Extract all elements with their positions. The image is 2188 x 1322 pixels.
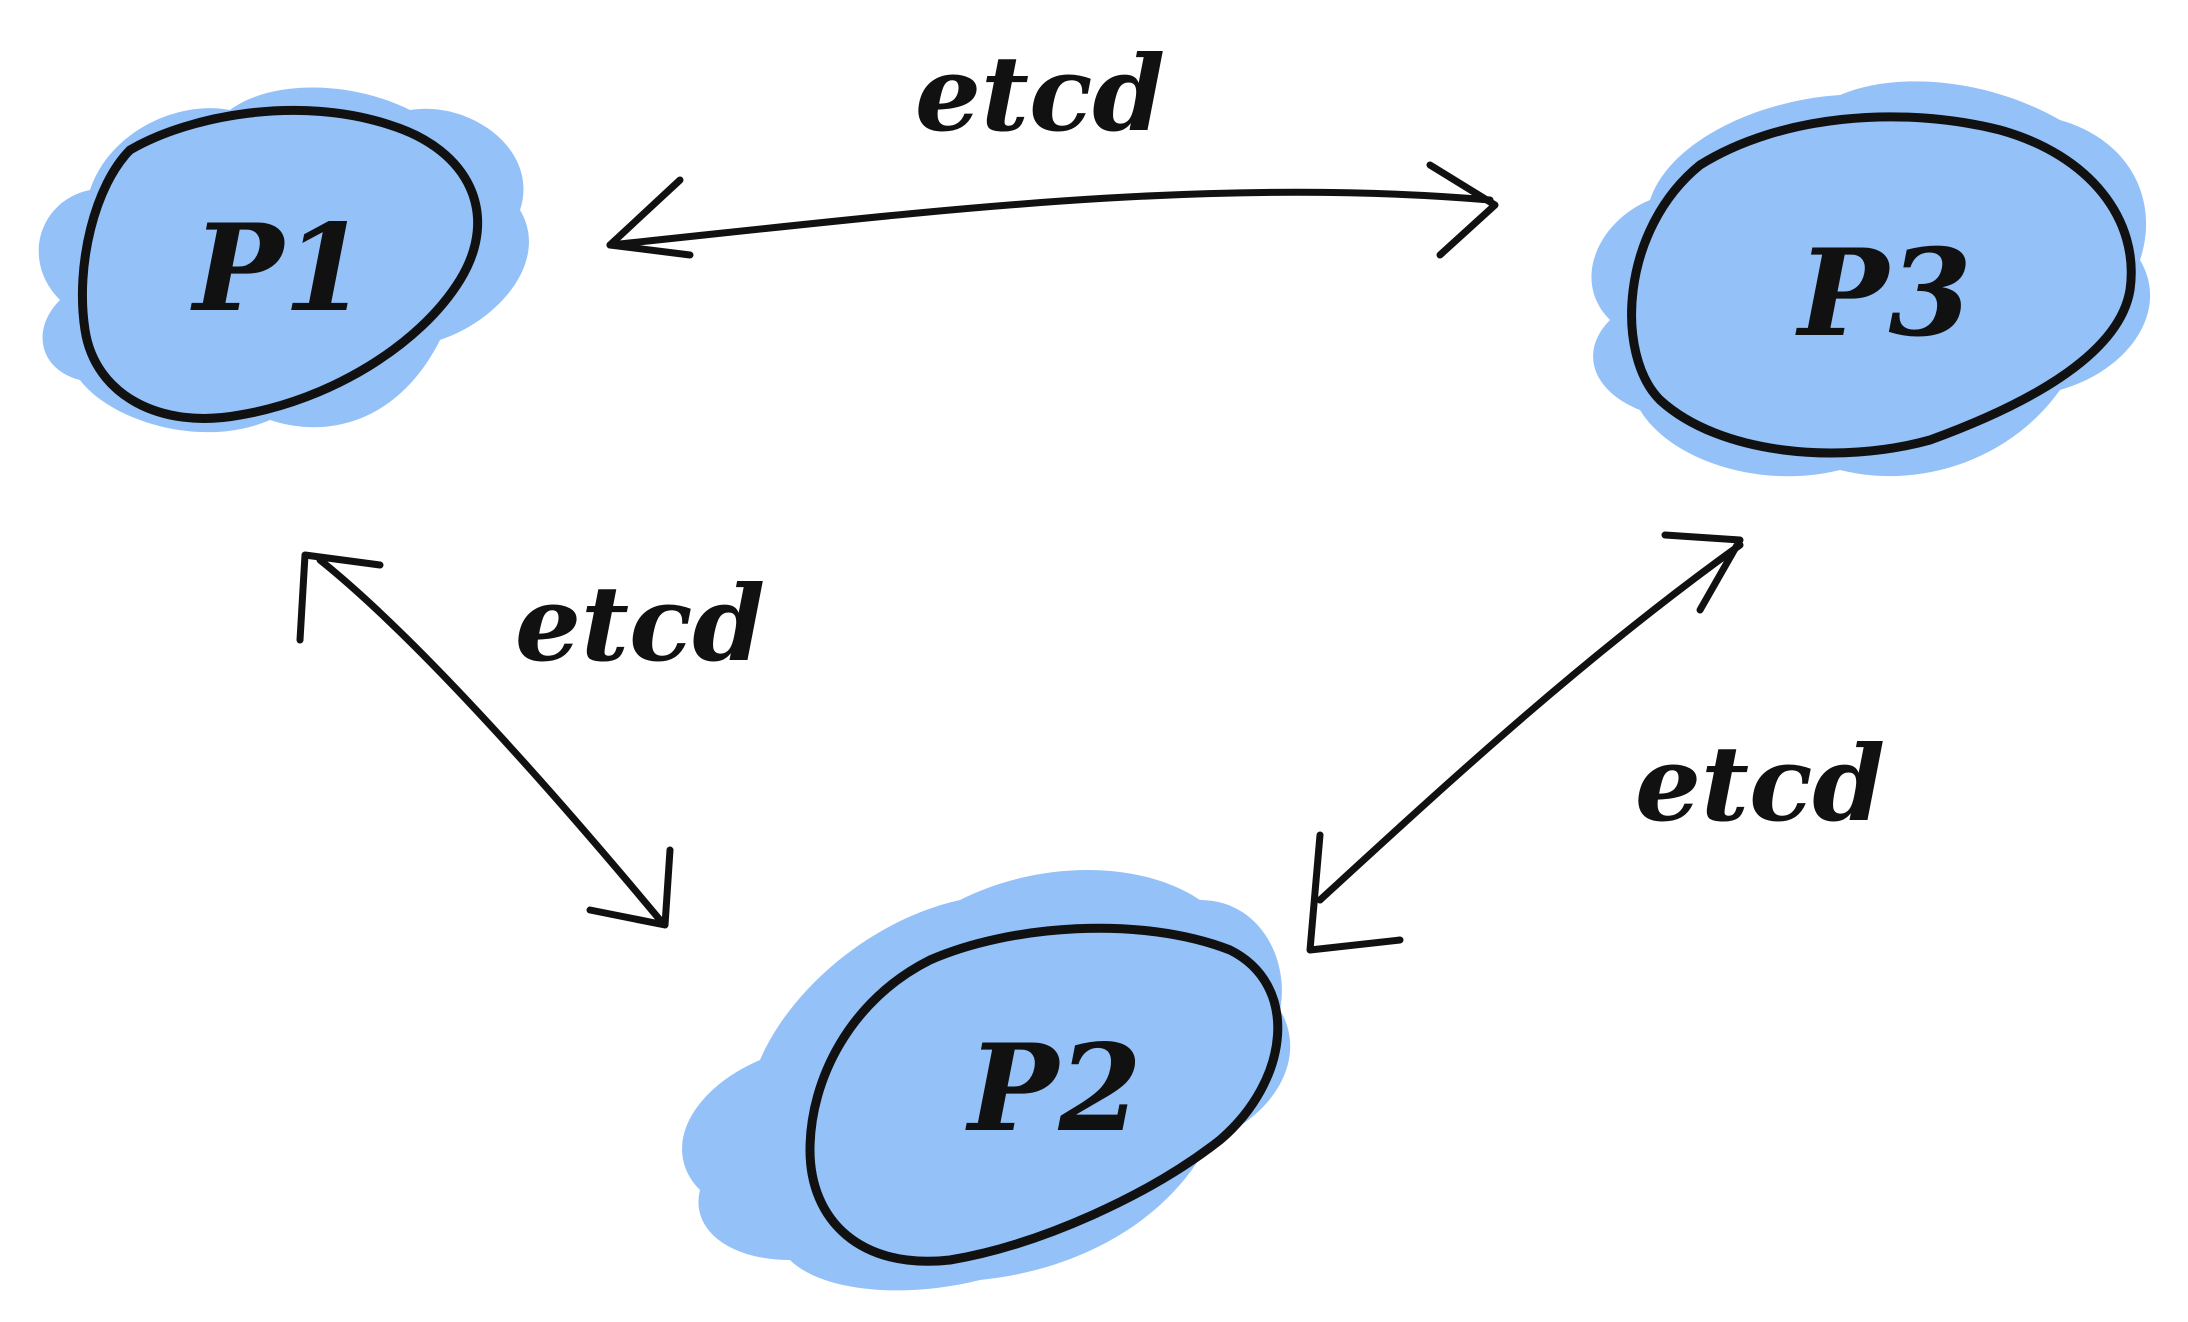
edge-p3-p2-arrowhead-p2: [1306, 831, 1404, 954]
node-p1: P1: [38, 87, 529, 433]
edge-p1-p3-line: [606, 188, 1494, 249]
edge-p1-p2-line: [316, 556, 664, 924]
edge-p3-p2: etcd: [1306, 531, 1885, 954]
node-p3: P3: [1591, 81, 2151, 477]
edge-p3-p2-arrowhead-p3: [1661, 531, 1744, 614]
edge-p3-p2-line: [1316, 541, 1744, 904]
node-p2-label: P2: [965, 1018, 1142, 1159]
edge-p3-p2-label: etcd: [1635, 722, 1885, 845]
edge-p1-p3-arrowhead-p3: [1426, 161, 1499, 259]
edge-p1-p3: etcd: [606, 32, 1499, 259]
node-p1-outline: [77, 105, 483, 423]
edge-p1-p2-arrowhead-p2: [586, 846, 674, 929]
node-p2-outline: [805, 923, 1283, 1266]
edge-p1-p2-arrowhead-p1: [296, 551, 384, 644]
node-p3-outline: [1627, 112, 2136, 458]
node-p3-label: P3: [1795, 223, 1972, 364]
edge-p1-p3-arrowhead-p1: [606, 176, 694, 259]
edge-p1-p2: etcd: [296, 551, 765, 929]
node-p1-label: P1: [190, 198, 367, 339]
node-p2: P2: [682, 870, 1291, 1291]
edge-p1-p3-label: etcd: [915, 32, 1165, 155]
edge-p1-p2-label: etcd: [515, 562, 765, 685]
